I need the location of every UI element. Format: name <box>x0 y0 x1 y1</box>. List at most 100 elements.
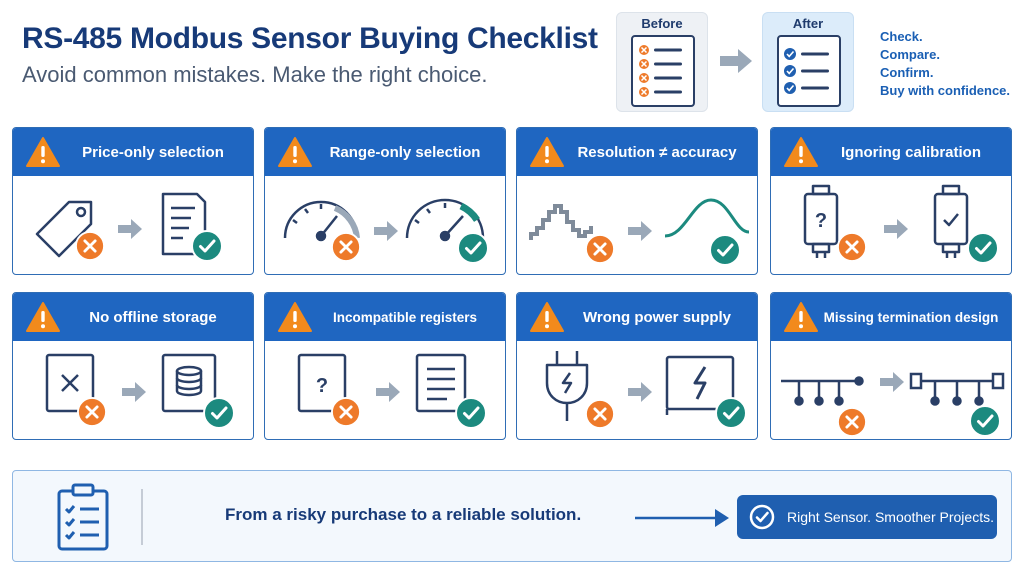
stepped-signal-icon <box>529 204 593 240</box>
card-price-only: Price-only selection <box>12 127 254 275</box>
page-title: RS-485 Modbus Sensor Buying Checklist <box>22 22 598 55</box>
after-checklist-icon <box>777 35 841 107</box>
success-badge-icon <box>191 230 223 262</box>
register-map-document-icon <box>415 353 467 413</box>
before-label: Before <box>641 16 683 31</box>
card-header: Ignoring calibration <box>771 128 1011 176</box>
card-range-only: Range-only selection <box>264 127 506 275</box>
page-subtitle: Avoid common mistakes. Make the right ch… <box>22 62 488 87</box>
card-illustration <box>13 341 253 439</box>
svg-text:?: ? <box>815 210 827 232</box>
spec-sheet-icon <box>161 192 207 256</box>
before-checklist-icon <box>631 35 695 107</box>
error-badge-icon <box>331 232 361 262</box>
arrow-right-icon <box>880 372 904 392</box>
card-title: Missing termination design <box>823 309 999 325</box>
card-title: No offline storage <box>89 308 217 326</box>
warning-icon <box>783 136 819 168</box>
arrow-right-icon <box>884 219 908 239</box>
success-badge-icon <box>203 397 235 429</box>
warning-icon <box>277 301 313 333</box>
card-header: Incompatible registers <box>265 293 505 341</box>
card-header: No offline storage <box>13 293 253 341</box>
long-arrow-right-icon <box>635 509 729 527</box>
warning-icon <box>25 301 61 333</box>
success-badge-icon <box>715 397 747 429</box>
success-badge-icon <box>969 405 1001 437</box>
before-panel: Before <box>616 12 708 112</box>
result-badge: Right Sensor. Smoother Projects. <box>737 495 997 539</box>
card-title: Wrong power supply <box>582 308 732 326</box>
after-panel: After <box>762 12 854 112</box>
warning-icon <box>25 136 61 168</box>
card-title: Ignoring calibration <box>840 143 981 161</box>
arrow-right-icon <box>374 221 398 241</box>
summary-footer: From a risky purchase to a reliable solu… <box>12 470 1012 562</box>
card-resolution-accuracy: Resolution ≠ accuracy <box>516 127 758 275</box>
gauge-icon <box>283 200 360 242</box>
success-badge-icon <box>967 232 999 264</box>
tagline-line: Compare. <box>880 47 940 62</box>
error-badge-icon <box>75 231 105 261</box>
error-badge-icon <box>585 399 615 429</box>
warning-icon <box>529 136 565 168</box>
sensor-unknown-icon <box>803 184 839 258</box>
warning-icon <box>783 301 819 333</box>
svg-text:?: ? <box>316 375 328 397</box>
card-header: Resolution ≠ accuracy <box>517 128 757 176</box>
card-header: Wrong power supply <box>517 293 757 341</box>
card-illustration <box>517 341 757 439</box>
arrow-right-icon <box>628 221 652 241</box>
card-illustration <box>13 176 253 274</box>
card-header: Missing termination design <box>771 293 1011 341</box>
sensor-calibrated-icon <box>933 184 969 258</box>
card-no-offline-storage: No offline storage <box>12 292 254 440</box>
card-header: Price-only selection <box>13 128 253 176</box>
clipboard-checklist-icon <box>57 483 109 551</box>
error-badge-icon <box>331 397 361 427</box>
terminated-bus-icon <box>909 372 1005 406</box>
price-tag-icon <box>35 200 93 258</box>
database-icon <box>161 353 217 413</box>
smooth-signal-icon <box>664 198 750 238</box>
tagline-line: Check. <box>880 29 923 44</box>
success-badge-icon <box>455 397 487 429</box>
card-wrong-power-supply: Wrong power supply <box>516 292 758 440</box>
arrow-right-icon <box>118 219 142 239</box>
card-missing-termination: Missing termination design <box>770 292 1012 440</box>
error-badge-icon <box>837 407 867 437</box>
card-title: Incompatible registers <box>332 309 478 325</box>
warning-icon <box>529 301 565 333</box>
success-badge-icon <box>457 232 489 264</box>
card-ignoring-calibration: Ignoring calibration ? <box>770 127 1012 275</box>
card-title: Price-only selection <box>82 143 224 161</box>
result-badge-text: Right Sensor. Smoother Projects. <box>787 509 994 525</box>
tagline: Check. Compare. Confirm. Buy with confid… <box>880 28 1010 100</box>
card-illustration <box>771 341 1011 439</box>
warning-icon <box>277 136 313 168</box>
check-circle-icon <box>749 504 775 530</box>
error-badge-icon <box>77 397 107 427</box>
after-label: After <box>792 16 824 31</box>
card-title: Range-only selection <box>329 143 481 161</box>
arrow-right-icon <box>122 382 146 402</box>
footer-message: From a risky purchase to a reliable solu… <box>225 505 582 524</box>
card-incompatible-registers: Incompatible registers ? <box>264 292 506 440</box>
success-badge-icon <box>709 234 741 266</box>
error-badge-icon <box>585 234 615 264</box>
error-badge-icon <box>837 232 867 262</box>
arrow-right-icon <box>376 382 400 402</box>
unknown-register-map-icon <box>297 353 347 413</box>
card-header: Range-only selection <box>265 128 505 176</box>
empty-storage-icon <box>45 353 95 413</box>
tagline-line: Confirm. <box>880 65 934 80</box>
before-after-arrow-icon <box>720 49 752 73</box>
card-title: Resolution ≠ accuracy <box>577 143 737 161</box>
unterminated-bus-icon <box>781 376 864 406</box>
gauge-calibrated-icon <box>405 198 485 242</box>
footer-divider <box>141 489 143 545</box>
card-illustration <box>517 176 757 274</box>
card-illustration: ? <box>771 176 1011 274</box>
card-illustration <box>265 176 505 274</box>
power-plug-icon <box>545 351 589 421</box>
